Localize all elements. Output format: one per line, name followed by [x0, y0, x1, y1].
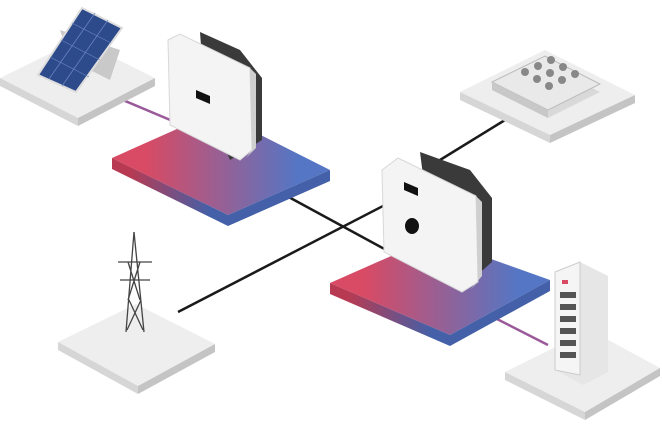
data-center-icon — [460, 50, 635, 143]
inverter-icon — [167, 32, 262, 161]
solar-panel-icon — [0, 6, 155, 126]
dc-cable-battery — [494, 316, 549, 347]
battery-cabinet-icon — [505, 261, 660, 420]
ac-cable-inverters — [284, 193, 391, 254]
power-pylon-icon — [58, 231, 215, 394]
ac-cable-grid — [177, 190, 411, 314]
cables — [117, 96, 549, 347]
dc-cable-solar — [117, 96, 176, 124]
hybrid-inverter-icon — [381, 152, 492, 293]
inverter-platform-2 — [330, 238, 550, 346]
inverter-platform-1 — [112, 112, 330, 226]
ac-cable-load — [439, 118, 506, 162]
